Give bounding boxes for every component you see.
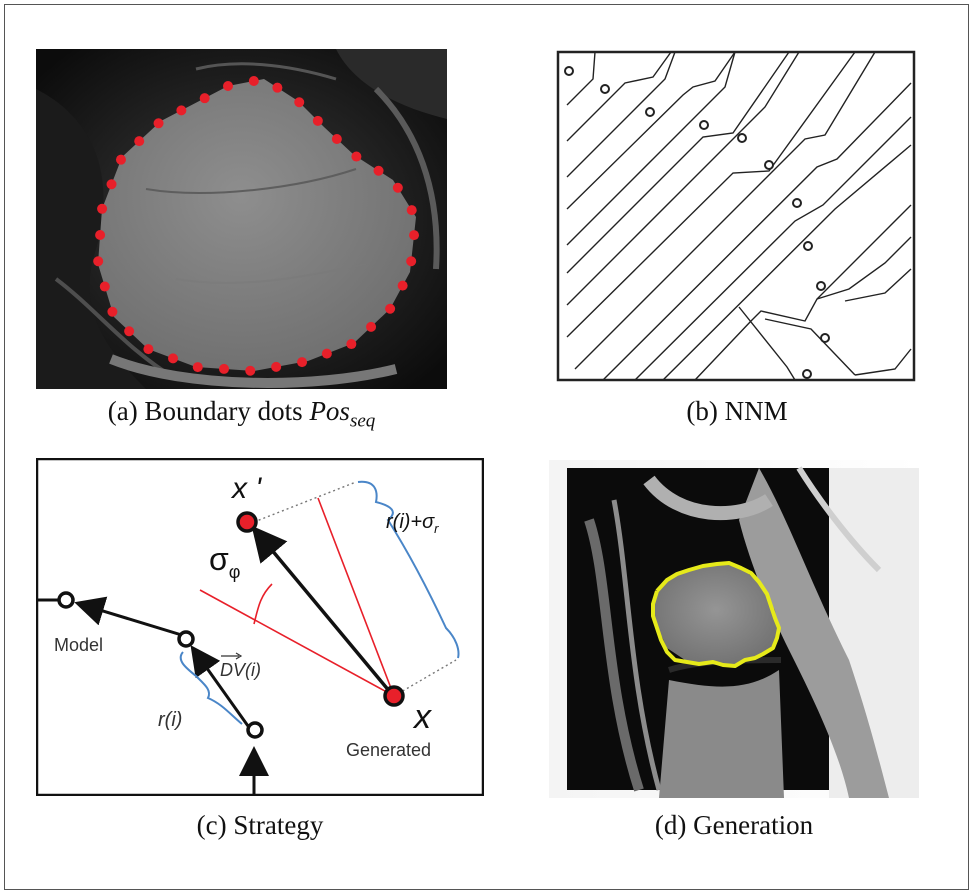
boundary-dot <box>351 151 362 162</box>
boundary-dot <box>321 348 332 359</box>
boundary-dot <box>271 361 282 372</box>
label-x: x <box>412 698 432 736</box>
boundary-dot <box>397 280 408 291</box>
mri-generation-image <box>549 460 919 798</box>
boundary-dot <box>346 339 357 350</box>
boundary-dot <box>219 363 230 374</box>
boundary-dot <box>366 321 377 332</box>
label-model: Model <box>54 635 103 655</box>
boundary-dot <box>134 136 145 147</box>
boundary-dot <box>192 362 203 373</box>
figure-frame <box>4 4 969 890</box>
boundary-dot <box>312 115 323 126</box>
label-x-prime: x ' <box>230 472 262 505</box>
panel-b-image <box>555 49 919 385</box>
label-ri: r(i) <box>158 709 182 731</box>
boundary-dot <box>106 179 117 190</box>
boundary-dot <box>107 306 118 317</box>
model-arrow-1 <box>74 596 186 638</box>
label-generated: Generated <box>346 740 431 760</box>
generated-arrow <box>251 525 392 694</box>
boundary-dot <box>331 134 342 145</box>
panel-d-image <box>549 460 919 798</box>
mri-boundary-image <box>36 49 447 389</box>
point-x-prime <box>236 511 258 533</box>
boundary-dot <box>272 82 283 93</box>
angle-line-lower <box>199 589 395 697</box>
boundary-dot <box>168 353 179 364</box>
nnm-nodes <box>564 66 830 379</box>
nnm-diagram <box>556 50 916 382</box>
ri-brace <box>179 651 243 725</box>
boundary-dot <box>223 81 233 91</box>
boundary-dot <box>373 165 384 176</box>
boundary-dot <box>176 105 187 116</box>
generated-contour <box>651 561 781 668</box>
strategy-diagram: x ' x σφ r(i)+σr Model DV(i) r(i) Genera… <box>35 457 485 797</box>
boundary-dot <box>124 326 135 337</box>
boundary-dot <box>392 182 403 193</box>
boundary-dot <box>199 93 210 104</box>
point-x <box>383 685 405 707</box>
r-plus-brace <box>357 480 460 659</box>
sigma-arc <box>253 583 273 625</box>
boundary-dot <box>409 230 420 241</box>
boundary-dot <box>115 154 126 165</box>
boundary-dot <box>143 344 154 355</box>
panel-c-diagram: x ' x σφ r(i)+σr Model DV(i) r(i) Genera… <box>35 457 485 797</box>
panel-a-image <box>36 49 447 389</box>
boundary-dot <box>294 97 305 108</box>
caption-a: (a) Boundary dots Posseq <box>107 396 376 432</box>
boundary-dot <box>385 303 396 314</box>
label-sigma-phi: σφ <box>209 541 240 582</box>
boundary-dot <box>153 118 164 129</box>
label-r-plus-sigma: r(i)+σr <box>386 511 439 536</box>
caption-c: (c) Strategy <box>196 810 324 840</box>
label-dv: DV(i) <box>220 660 261 680</box>
boundary-dot <box>406 256 417 267</box>
caption-d: (d) Generation <box>654 810 814 840</box>
boundary-dot <box>248 75 259 86</box>
caption-b: (b) NNM <box>686 396 788 426</box>
boundary-dot <box>245 365 256 376</box>
nnm-lines <box>566 51 912 381</box>
angle-line-upper <box>317 497 395 697</box>
boundary-dot <box>93 256 104 267</box>
boundary-dot <box>97 203 108 214</box>
boundary-dot <box>406 205 417 216</box>
dv-arrow <box>190 645 250 727</box>
boundary-dot <box>297 357 308 368</box>
boundary-dots <box>93 75 420 376</box>
boundary-dot <box>99 281 110 292</box>
boundary-dot <box>95 230 106 241</box>
